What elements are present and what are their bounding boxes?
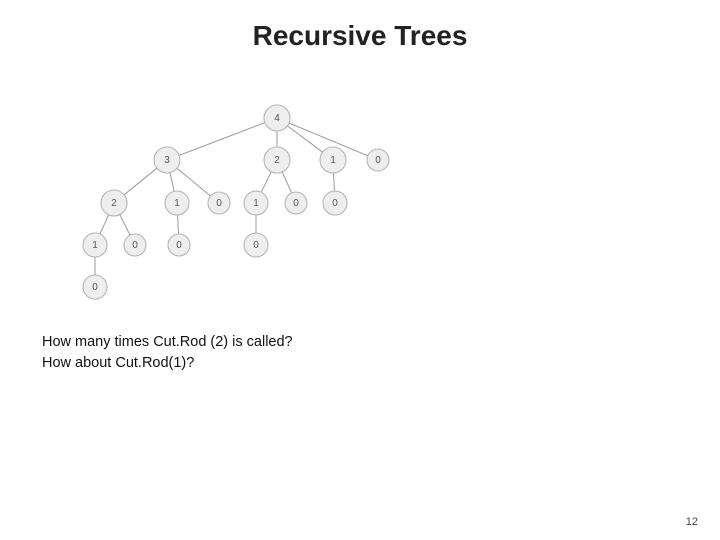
tree-node-circle [263, 146, 291, 174]
page-number: 12 [685, 516, 698, 528]
tree-node-circle [167, 233, 191, 257]
tree-node-label: 0 [332, 198, 338, 209]
tree-edge [99, 214, 110, 235]
tree-node: 0 [284, 191, 308, 215]
tree-node: 0 [366, 148, 390, 172]
tree-node: 2 [100, 189, 128, 217]
tree-node-label: 1 [174, 198, 180, 209]
tree-node: 0 [167, 233, 191, 257]
tree-node-circle [153, 146, 181, 174]
tree-node-label: 0 [176, 240, 182, 251]
tree-node-circle [322, 190, 348, 216]
tree-node-circle [82, 232, 108, 258]
tree-node-circle [284, 191, 308, 215]
tree-node-label: 1 [330, 155, 336, 166]
tree-node-label: 4 [274, 113, 280, 124]
tree-node-circle [207, 191, 231, 215]
tree-edge [287, 125, 323, 153]
tree-node-label: 0 [92, 282, 98, 293]
tree-node-circle [366, 148, 390, 172]
tree-node-circle [243, 232, 269, 258]
tree-node-label: 0 [375, 155, 381, 166]
tree-node-label: 0 [253, 240, 259, 251]
tree-edge [177, 214, 179, 235]
tree-node-circle [164, 190, 190, 216]
tree-node-label: 1 [92, 240, 98, 251]
tree-node-label: 3 [164, 155, 170, 166]
tree-edge [119, 214, 131, 236]
tree-node: 1 [319, 146, 347, 174]
tree-node-label: 2 [111, 198, 117, 209]
body-line-2: How about Cut.Rod(1)? [42, 355, 195, 371]
tree-nodes: 4 3 2 1 0 2 1 0 1 0 0 1 0 0 0 0 [82, 104, 390, 300]
tree-edge [281, 171, 293, 194]
tree-node-label: 2 [274, 155, 280, 166]
tree-edges [94, 122, 369, 275]
tree-node: 2 [263, 146, 291, 174]
recursion-tree-svg: 4 3 2 1 0 2 1 0 1 0 0 1 0 0 0 0 [82, 104, 390, 300]
tree-edge [260, 171, 272, 193]
tree-edge [178, 122, 266, 156]
tree-node: 0 [243, 232, 269, 258]
tree-node: 0 [207, 191, 231, 215]
body-line-1: How many times Cut.Rod (2) is called? [42, 334, 293, 350]
tree-node-label: 0 [132, 240, 138, 251]
tree-edge [288, 122, 369, 157]
tree-node-label: 0 [293, 198, 299, 209]
tree-node: 0 [123, 233, 147, 257]
tree-node: 3 [153, 146, 181, 174]
tree-node-label: 1 [253, 198, 259, 209]
tree-node: 1 [82, 232, 108, 258]
tree-node-circle [243, 190, 269, 216]
tree-node-label: 0 [216, 198, 222, 209]
tree-node-circle [319, 146, 347, 174]
tree-node-circle [263, 104, 291, 132]
tree-node-circle [100, 189, 128, 217]
tree-node: 4 [263, 104, 291, 132]
tree-node-circle [123, 233, 147, 257]
tree-node-circle [82, 274, 108, 300]
recursion-tree-figure: 4 3 2 1 0 2 1 0 1 0 0 1 0 0 0 0 [45, 95, 445, 315]
tree-edge [176, 167, 211, 197]
tree-node: 0 [322, 190, 348, 216]
tree-node: 1 [243, 190, 269, 216]
page-title: Recursive Trees [252, 20, 468, 51]
tree-edge [333, 172, 335, 192]
tree-edge [123, 167, 158, 196]
body-text-block: How many times Cut.Rod (2) is called? Ho… [42, 332, 682, 374]
tree-node: 1 [164, 190, 190, 216]
tree-edge [169, 172, 175, 192]
tree-node: 0 [82, 274, 108, 300]
